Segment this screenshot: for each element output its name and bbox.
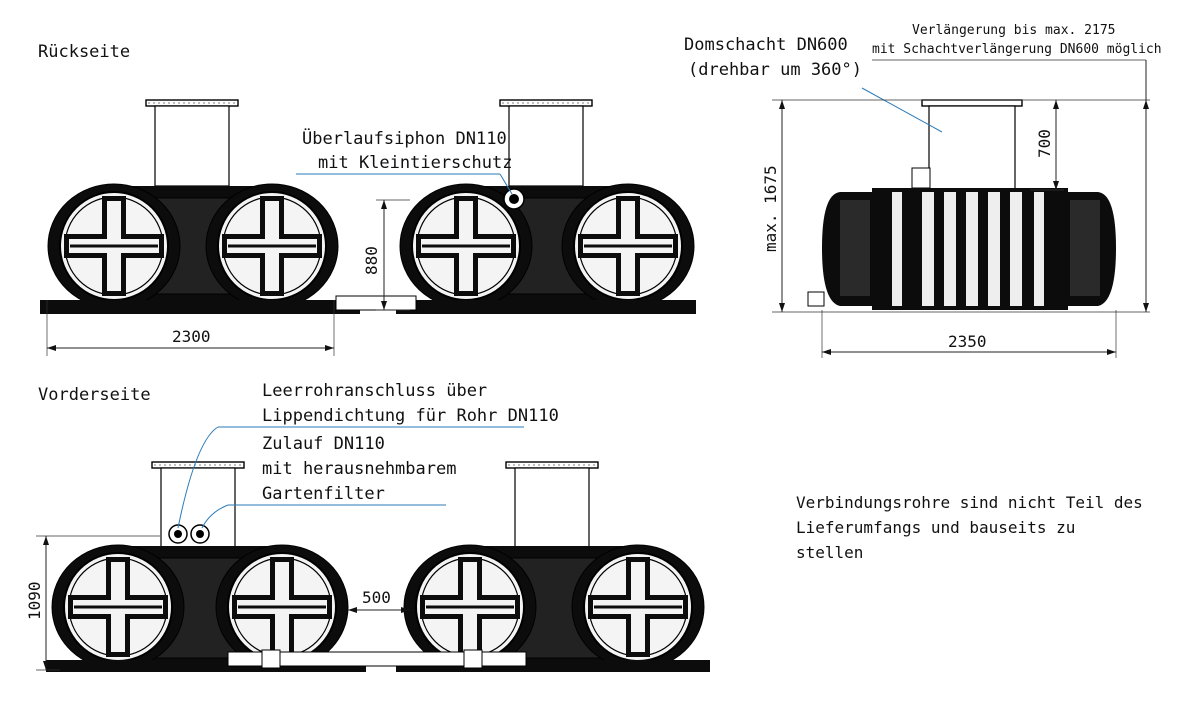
back-width-value: 2300 [172,327,211,346]
side-width-value: 2350 [948,332,987,351]
front-connecting-pipe [227,649,527,669]
note-line-3: stellen [796,543,863,562]
inlet-label-3: Gartenfilter [262,484,385,504]
overflow-label-2: mit Kleintierschutz [318,153,512,173]
back-connecting-pipe [335,295,417,311]
front-tank-pair-left [46,461,366,672]
front-height-dimension: 1090 [25,535,160,671]
side-height-value: max. 1675 [761,165,780,252]
front-height-value: 1090 [25,581,44,620]
dome-leader [861,87,943,133]
overflow-label-1: Überlaufsiphon DN110 [302,127,507,149]
side-dome-value: 700 [1035,129,1054,158]
extension-label-2: mit Schachtverlängerung DN600 möglich [872,42,1162,57]
front-tank-pair-right [396,461,710,672]
heading-back: Rückseite [38,42,130,62]
dome-label-1: Domschacht DN600 [684,35,848,55]
dome-label-2: (drehbar um 360°) [688,60,862,80]
inlet-label-2: mit herausnehmbarem [262,459,456,479]
extension-label-1: Verlängerung bis max. 2175 [912,23,1116,38]
back-tank-pair-right [396,99,696,314]
back-tank-pair-left [40,99,360,314]
side-dimensions: max. 1675 700 2350 [761,60,1150,358]
conduit-label-1: Leerrohranschluss über [262,381,487,401]
note-line-1: Verbindungsrohre sind nicht Teil des [796,493,1143,512]
note-line-2: Lieferumfangs und bauseits zu [796,518,1075,537]
heading-front: Vorderseite [38,385,151,405]
back-width-dimension: 2300 [46,300,335,356]
front-gap-value: 500 [362,588,391,607]
back-height-value: 880 [362,246,381,275]
side-tank [807,99,1116,310]
front-gap-dimension: 500 [348,588,410,613]
inlet-label-1: Zulauf DN110 [262,434,385,454]
conduit-label-2: Lippendichtung für Rohr DN110 [262,406,559,426]
back-height-dimension: 880 [362,199,410,311]
